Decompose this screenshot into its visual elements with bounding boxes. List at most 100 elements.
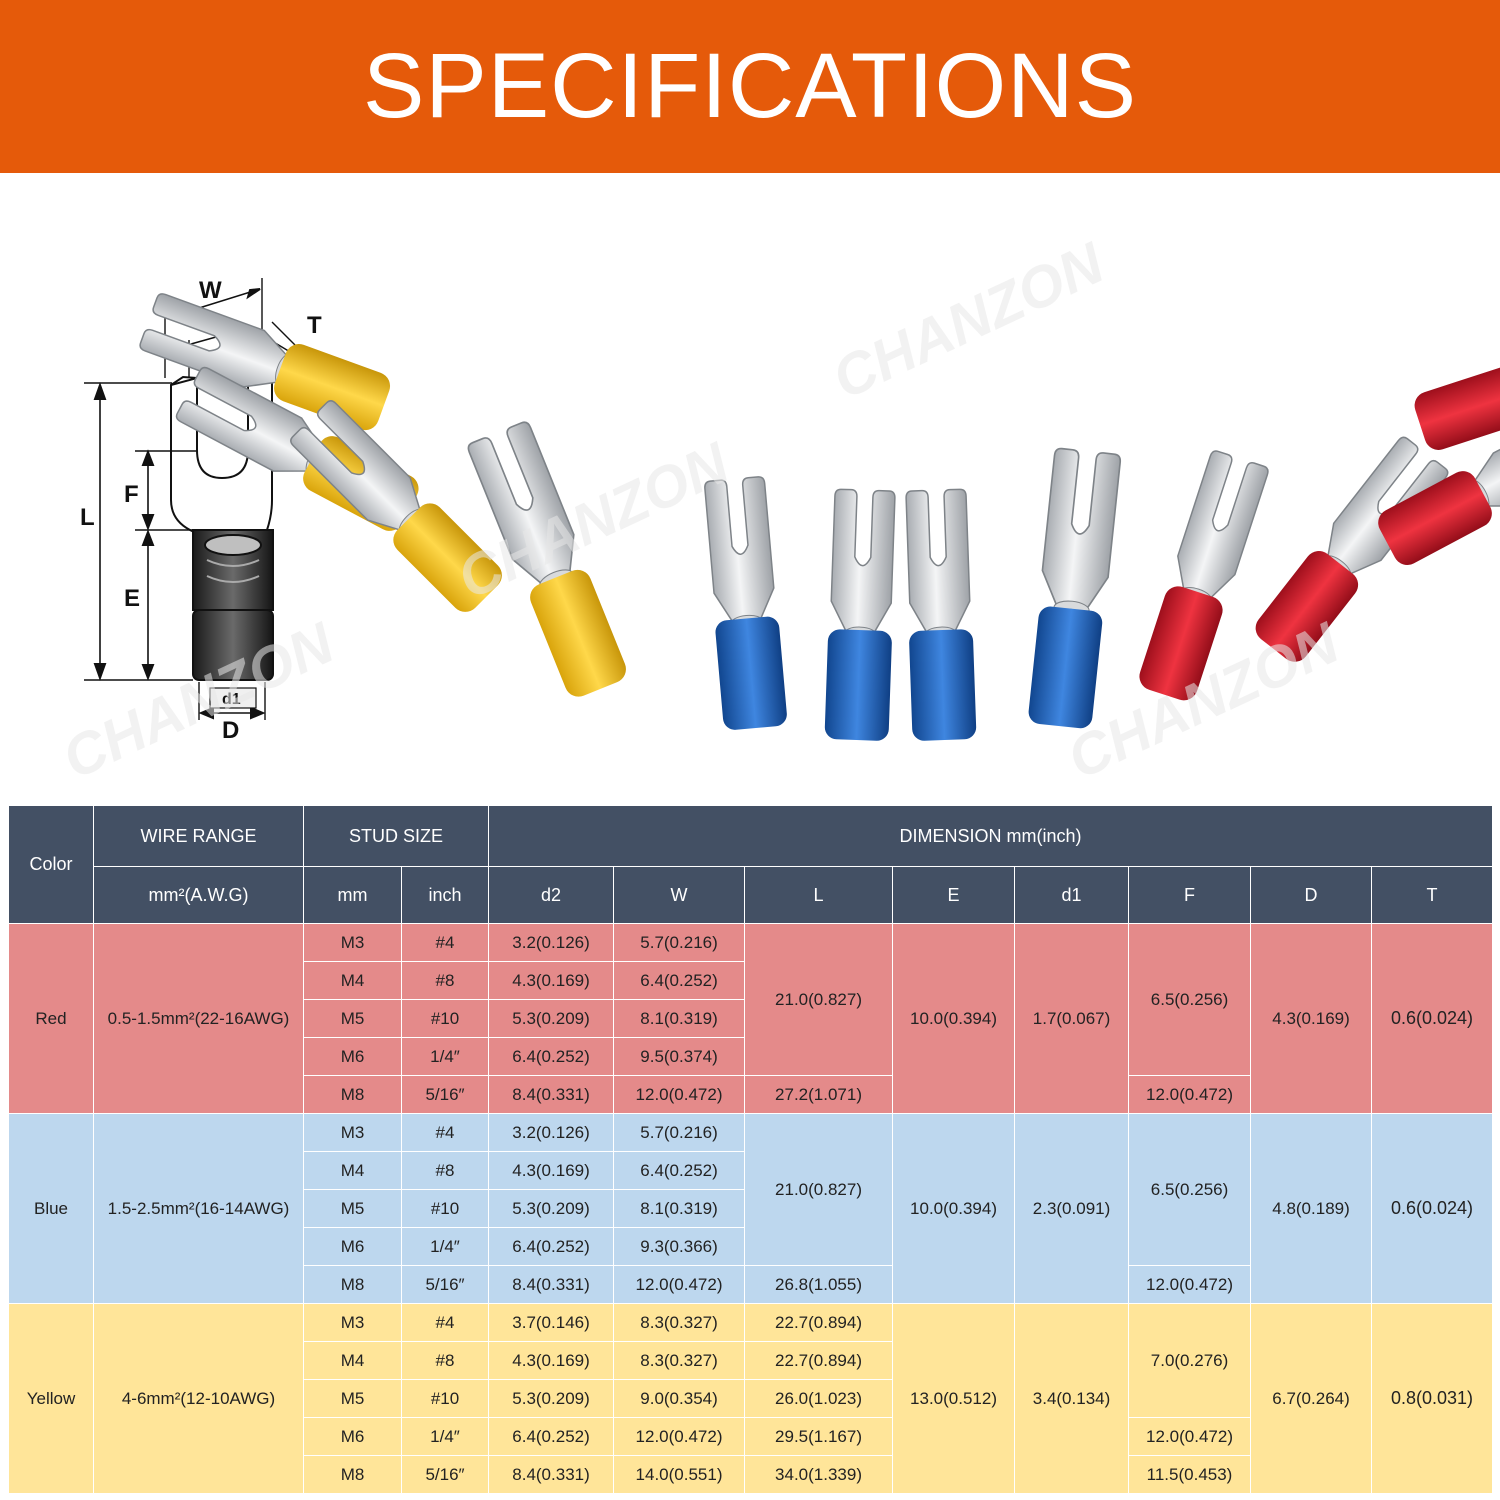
table-row: Red 0.5-1.5mm²(22-16AWG) M3 #4 3.2(0.126…: [8, 923, 1494, 1114]
cell-w: 8.3(0.327): [613, 1303, 746, 1342]
cell-e: 10.0(0.394): [892, 1113, 1016, 1304]
cell-w: 8.3(0.327): [613, 1341, 746, 1380]
cell-mm: M5: [303, 1189, 402, 1228]
cell-wire: 0.5-1.5mm²(22-16AWG): [93, 923, 304, 1114]
cell-inch: 5/16″: [400, 1455, 490, 1494]
cell-d2: 4.3(0.169): [488, 1151, 615, 1190]
header-wire-range: WIRE RANGE: [93, 805, 304, 867]
label-f: F: [124, 481, 139, 508]
header-wire-unit: mm²(A.W.G): [93, 866, 304, 924]
header-banner: SPECIFICATIONS: [0, 0, 1500, 173]
cell-l: 27.2(1.071): [744, 1075, 894, 1114]
cell-w: 12.0(0.472): [613, 1075, 746, 1114]
cell-w: 8.1(0.319): [613, 999, 746, 1038]
header-mm: mm: [303, 866, 402, 924]
cell-t: 0.6(0.024): [1371, 923, 1494, 1114]
header-d1: d1: [1014, 866, 1130, 924]
cell-mm: M8: [303, 1265, 402, 1304]
label-t: T: [307, 312, 322, 339]
cell-t: 0.6(0.024): [1371, 1113, 1494, 1304]
label-w: W: [199, 277, 222, 304]
cell-mm: M6: [303, 1417, 402, 1456]
cell-w: 14.0(0.551): [613, 1455, 746, 1494]
cell-w: 9.3(0.366): [613, 1227, 746, 1266]
header-color: Color: [8, 805, 94, 924]
cell-inch: #4: [400, 1113, 490, 1152]
cell-d2: 6.4(0.252): [488, 1227, 615, 1266]
cell-d2: 8.4(0.331): [488, 1455, 615, 1494]
cell-d2: 5.3(0.209): [488, 999, 615, 1038]
table-row: M4 #8 4.3(0.169) 8.3(0.327) 22.7(0.894): [9, 1341, 1493, 1380]
cell-mm: M4: [303, 1151, 402, 1190]
label-d1: d1: [222, 691, 241, 708]
cell-f: 12.0(0.472): [1128, 1265, 1252, 1304]
cell-l: 22.7(0.894): [744, 1303, 894, 1342]
product-diagram: W d2 T L F E d1 D: [53, 230, 1500, 792]
cell-mm: M5: [303, 999, 402, 1038]
cell-f: 11.5(0.453): [1128, 1455, 1252, 1494]
cell-t: 0.8(0.031): [1371, 1303, 1494, 1494]
cell-l: 26.8(1.055): [744, 1265, 894, 1304]
cell-d: 4.8(0.189): [1250, 1113, 1373, 1304]
cell-w: 9.5(0.374): [613, 1037, 746, 1076]
cell-d1: 1.7(0.067): [1014, 923, 1130, 1114]
cell-d2: 8.4(0.331): [488, 1075, 615, 1114]
cell-inch: #8: [400, 1151, 490, 1190]
table-row: M5 #10 5.3(0.209) 8.1(0.319): [9, 1189, 1493, 1228]
cell-inch: 1/4″: [400, 1037, 490, 1076]
cell-inch: #4: [400, 923, 490, 962]
table-row: Yellow 4-6mm²(12-10AWG) M3 #4 3.7(0.146)…: [8, 1303, 1494, 1494]
cell-d: 4.3(0.169): [1250, 923, 1373, 1114]
cell-mm: M6: [303, 1227, 402, 1266]
cell-f: 12.0(0.472): [1128, 1075, 1252, 1114]
cell-l: 34.0(1.339): [744, 1455, 894, 1494]
label-e: E: [124, 585, 140, 612]
cell-w: 6.4(0.252): [613, 1151, 746, 1190]
table-row: M8 5/16″ 8.4(0.331) 14.0(0.551) 34.0(1.3…: [9, 1455, 1493, 1494]
cell-d2: 4.3(0.169): [488, 961, 615, 1000]
table-row: M8 5/16″ 8.4(0.331) 12.0(0.472) 26.8(1.0…: [9, 1265, 1493, 1304]
cell-wire: 1.5-2.5mm²(16-14AWG): [93, 1113, 304, 1304]
cell-inch: 1/4″: [400, 1417, 490, 1456]
technical-drawing: [84, 278, 321, 720]
header-t: T: [1371, 866, 1494, 924]
cell-mm: M8: [303, 1455, 402, 1494]
cell-f: 7.0(0.276): [1128, 1303, 1252, 1418]
cell-wire: 4-6mm²(12-10AWG): [93, 1303, 304, 1494]
cell-mm: M4: [303, 961, 402, 1000]
header-inch: inch: [400, 866, 490, 924]
cell-color: Yellow: [8, 1303, 94, 1494]
cell-d2: 6.4(0.252): [488, 1417, 615, 1456]
cell-e: 10.0(0.394): [892, 923, 1016, 1114]
table-row: M4 #8 4.3(0.169) 6.4(0.252): [9, 1151, 1493, 1190]
cell-d: 6.7(0.264): [1250, 1303, 1373, 1494]
header-d: D: [1250, 866, 1373, 924]
cell-inch: 1/4″: [400, 1227, 490, 1266]
terminal-illustration: [137, 291, 1500, 741]
cell-w: 12.0(0.472): [613, 1265, 746, 1304]
cell-l: 21.0(0.827): [744, 1113, 894, 1266]
cell-color: Blue: [8, 1113, 94, 1304]
header-d2: d2: [488, 866, 615, 924]
cell-d2: 8.4(0.331): [488, 1265, 615, 1304]
cell-l: 21.0(0.827): [744, 923, 894, 1076]
table-row: M6 1/4″ 6.4(0.252) 9.5(0.374): [9, 1037, 1493, 1076]
cell-d2: 3.7(0.146): [488, 1303, 615, 1342]
table-row: M6 1/4″ 6.4(0.252) 12.0(0.472) 29.5(1.16…: [9, 1417, 1493, 1456]
table-row: Blue 1.5-2.5mm²(16-14AWG) M3 #4 3.2(0.12…: [8, 1113, 1494, 1304]
cell-inch: #10: [400, 1189, 490, 1228]
cell-w: 9.0(0.354): [613, 1379, 746, 1418]
label-l: L: [80, 504, 95, 531]
cell-f: 6.5(0.256): [1128, 923, 1252, 1076]
cell-w: 8.1(0.319): [613, 1189, 746, 1228]
cell-mm: M3: [303, 923, 402, 962]
cell-inch: #10: [400, 999, 490, 1038]
cell-mm: M8: [303, 1075, 402, 1114]
header-l: L: [744, 866, 894, 924]
cell-d2: 3.2(0.126): [488, 1113, 615, 1152]
cell-l: 29.5(1.167): [744, 1417, 894, 1456]
cell-inch: #8: [400, 1341, 490, 1380]
cell-mm: M6: [303, 1037, 402, 1076]
cell-w: 5.7(0.216): [613, 923, 746, 962]
cell-inch: #8: [400, 961, 490, 1000]
